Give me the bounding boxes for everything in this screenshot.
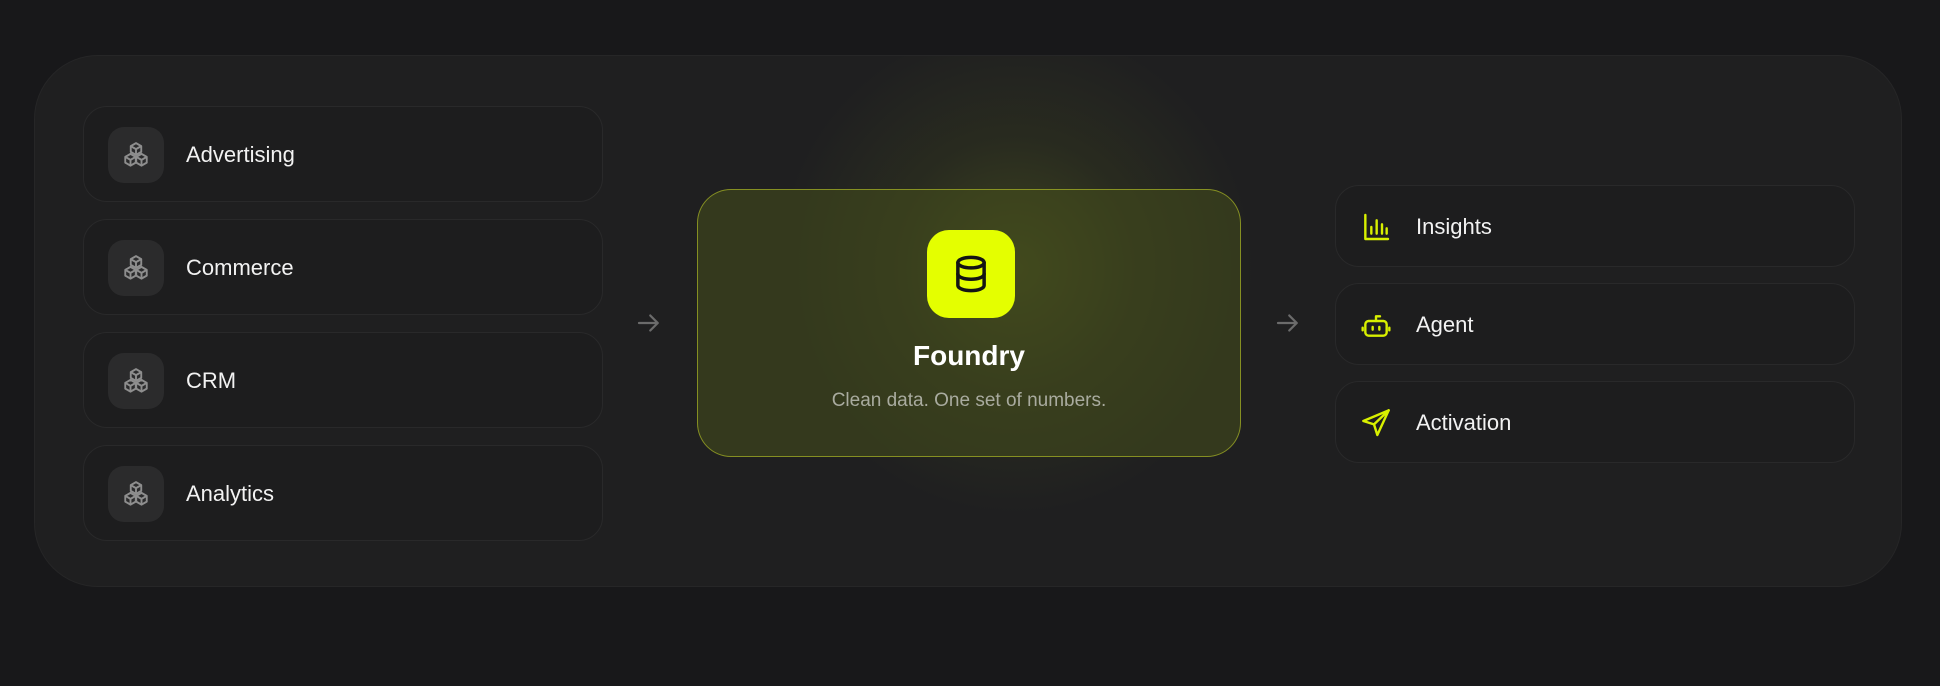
source-label: CRM xyxy=(186,368,237,393)
output-card-insights[interactable]: Insights xyxy=(1335,185,1855,267)
arrow-right-icon xyxy=(1276,314,1298,332)
boxes-icon xyxy=(124,142,148,167)
source-card-crm[interactable]: CRM xyxy=(83,332,603,428)
boxes-icon xyxy=(124,481,148,506)
send-icon xyxy=(1362,409,1390,437)
boxes-icon xyxy=(124,255,148,280)
source-label: Analytics xyxy=(186,481,275,506)
database-icon xyxy=(956,255,986,293)
output-label: Insights xyxy=(1416,214,1492,239)
source-icon-box xyxy=(108,466,164,522)
boxes-icon xyxy=(124,368,148,393)
output-label: Activation xyxy=(1416,410,1512,435)
source-card-analytics[interactable]: Analytics xyxy=(83,445,603,541)
source-icon-box xyxy=(108,127,164,183)
source-icon-box xyxy=(108,353,164,409)
arrow-right-icon xyxy=(637,314,659,332)
source-card-commerce[interactable]: Commerce xyxy=(83,219,603,315)
source-icon-box xyxy=(108,240,164,296)
robot-icon xyxy=(1361,315,1391,337)
flow-diagram-panel: Advertising Commerce C xyxy=(34,55,1902,587)
source-label: Advertising xyxy=(186,142,295,167)
source-card-advertising[interactable]: Advertising xyxy=(83,106,603,202)
output-card-agent[interactable]: Agent xyxy=(1335,283,1855,365)
bar-chart-icon xyxy=(1364,213,1390,241)
hub-icon-box xyxy=(927,230,1015,318)
output-label: Agent xyxy=(1416,312,1474,337)
hub-card-foundry[interactable]: Foundry Clean data. One set of numbers. xyxy=(697,189,1241,457)
hub-title: Foundry xyxy=(913,340,1025,371)
hub-subtitle: Clean data. One set of numbers. xyxy=(831,390,1107,411)
output-card-activation[interactable]: Activation xyxy=(1335,381,1855,463)
source-label: Commerce xyxy=(186,255,294,280)
